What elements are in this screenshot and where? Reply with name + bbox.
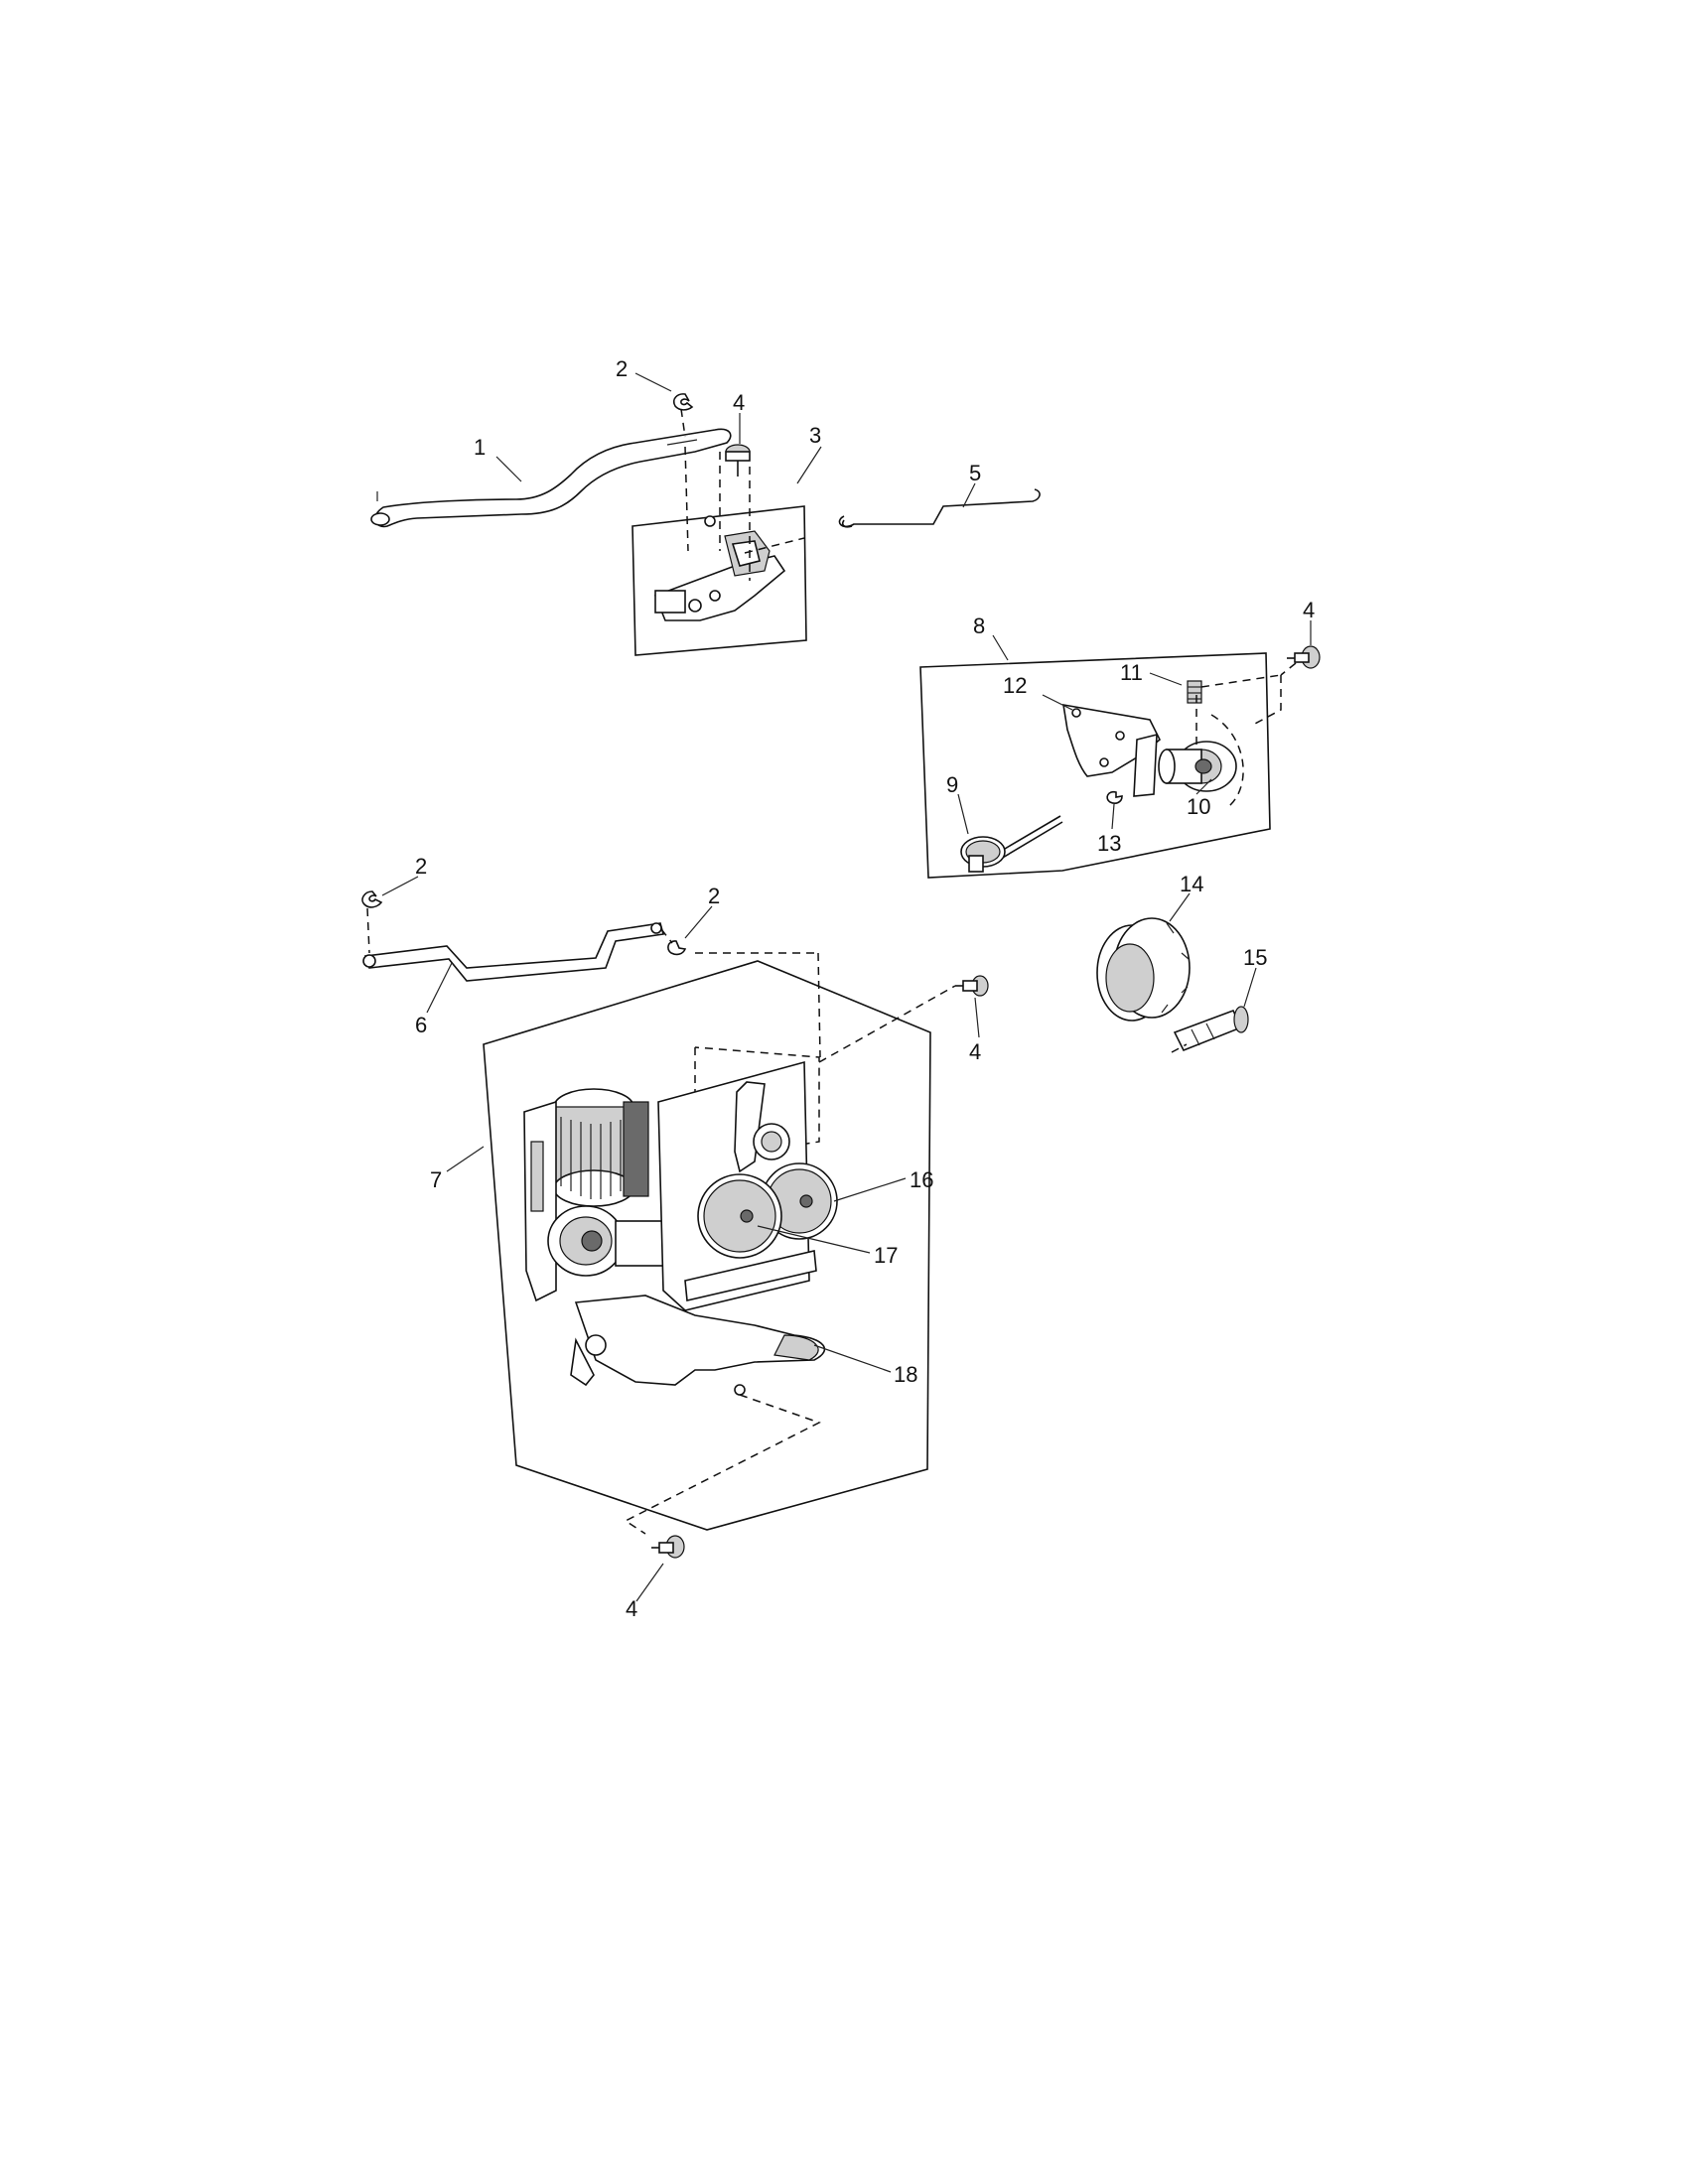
e-ring-part-13 xyxy=(1106,790,1123,804)
callout-7: 7 xyxy=(430,1167,442,1192)
callout-1: 1 xyxy=(474,435,486,460)
callout-14: 14 xyxy=(1180,872,1203,896)
callout-8: 8 xyxy=(973,614,985,638)
e-ring-part-2-right xyxy=(667,940,687,956)
screw-part-4-bottom xyxy=(651,1535,685,1559)
leader-dash xyxy=(1200,674,1282,688)
leader-dash xyxy=(680,408,686,438)
callout-6: 6 xyxy=(415,1013,427,1037)
callout-10: 10 xyxy=(1187,794,1210,819)
leader-dash xyxy=(1210,714,1244,807)
leader-dash xyxy=(684,446,689,552)
leader-dash xyxy=(1280,662,1297,676)
leader-dash xyxy=(1252,675,1282,726)
stud-part-11 xyxy=(1187,680,1202,704)
callout-16: 16 xyxy=(910,1167,933,1192)
callout-2: 2 xyxy=(616,356,628,381)
leader-dash xyxy=(660,928,673,944)
link-part-6 xyxy=(362,922,665,982)
callout-9: 9 xyxy=(946,772,958,797)
callout-2: 2 xyxy=(708,884,720,908)
callout-3: 3 xyxy=(809,423,821,448)
callout-18: 18 xyxy=(894,1362,917,1387)
leader-dash xyxy=(366,907,370,954)
e-ring-part-2-top xyxy=(672,393,694,411)
callout-12: 12 xyxy=(1003,673,1027,698)
leader-dash xyxy=(1171,1043,1188,1053)
callout-4: 4 xyxy=(626,1596,637,1621)
callout-15: 15 xyxy=(1243,945,1267,970)
leader-dash xyxy=(818,985,956,1063)
callout-4: 4 xyxy=(969,1039,981,1064)
e-ring-part-2-left xyxy=(361,890,383,908)
leader-dash xyxy=(744,537,805,554)
feed-dog-part-3 xyxy=(632,505,807,656)
callout-13: 13 xyxy=(1097,831,1121,856)
screw-part-4-top xyxy=(725,444,751,477)
wire-spring-part-5 xyxy=(838,488,1041,528)
leader-lines xyxy=(381,372,1312,1602)
cam-part-10 xyxy=(1158,741,1237,792)
callout-4: 4 xyxy=(1303,598,1315,622)
bracket-part-12 xyxy=(1062,704,1161,797)
callout-11: 11 xyxy=(1120,660,1143,685)
pin-part-15 xyxy=(1173,1006,1249,1052)
ring-part-14 xyxy=(1096,917,1191,1022)
mechanism-assembly xyxy=(523,1060,838,1396)
frame-part-7 xyxy=(483,960,931,1531)
callout-2: 2 xyxy=(415,854,427,879)
screw-part-4-mid xyxy=(955,975,989,997)
leader-dash xyxy=(817,952,821,1058)
callout-4: 4 xyxy=(733,390,745,415)
lever-part-1 xyxy=(370,428,732,528)
frame-part-8 xyxy=(919,652,1271,879)
screw-part-4-right xyxy=(1287,645,1321,669)
callout-17: 17 xyxy=(874,1243,898,1268)
leader-dash xyxy=(624,1394,821,1535)
callout-5: 5 xyxy=(969,461,981,485)
gear-shaft-part-9 xyxy=(960,815,1063,873)
